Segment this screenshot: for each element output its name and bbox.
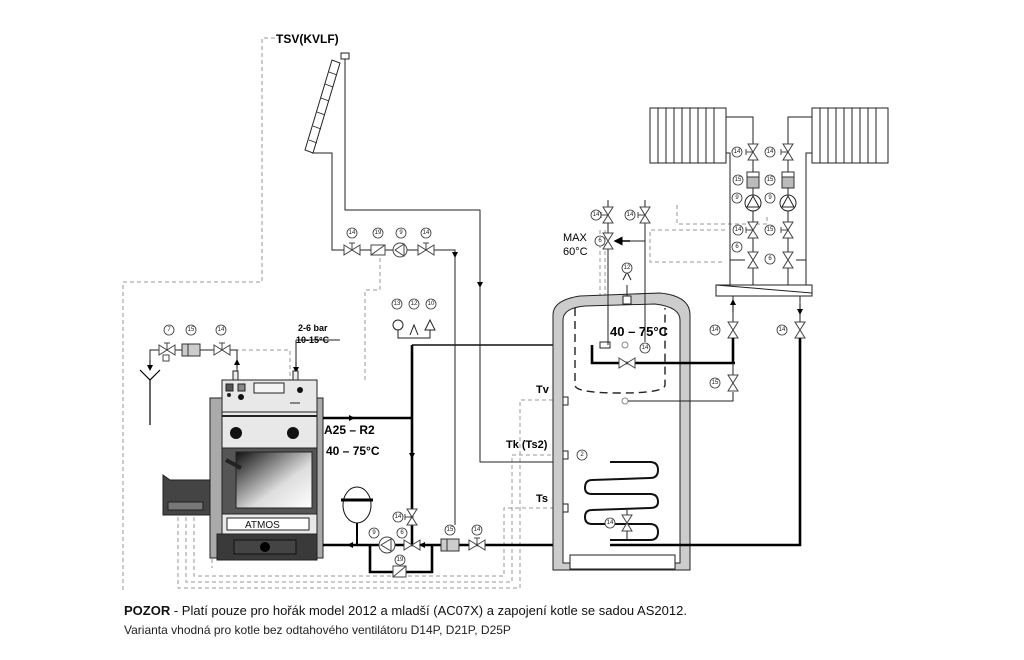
svg-text:15: 15 <box>767 227 774 233</box>
sensor-tk-label: Tk (Ts2) <box>506 439 548 451</box>
warning-text: - Platí pouze pro hořák model 2012 a mla… <box>170 603 687 618</box>
svg-text:14: 14 <box>734 149 741 155</box>
svg-text:14: 14 <box>218 327 225 333</box>
cold-water-pressure: 2-6 bar <box>298 323 328 333</box>
svg-text:6: 6 <box>598 238 602 244</box>
storage-tank: 2 14 14 12 <box>552 262 735 571</box>
svg-text:9: 9 <box>372 530 376 536</box>
boiler <box>162 370 324 561</box>
svg-text:14: 14 <box>474 527 481 533</box>
warning-note: POZOR - Platí pouze pro hořák model 2012… <box>124 603 687 618</box>
svg-text:9: 9 <box>735 195 739 201</box>
max-label: MAX <box>563 232 588 244</box>
svg-text:15: 15 <box>735 177 742 183</box>
svg-text:19: 19 <box>375 230 382 236</box>
svg-text:19: 19 <box>397 557 404 563</box>
pressure-gauge-icon <box>392 319 404 331</box>
sensor-ts-label: Ts <box>536 493 548 505</box>
solar-loop <box>332 242 483 288</box>
cold-water-temperature: 10-15°C <box>296 335 330 345</box>
sensor-tv-label: Tv <box>536 384 550 396</box>
svg-text:14: 14 <box>767 149 774 155</box>
cold-water-feed: 7 15 14 <box>139 324 340 425</box>
svg-text:9: 9 <box>399 230 403 236</box>
heating-circuits: 14 15 9 14 6 14 15 9 15 6 14 14 15 <box>627 107 889 547</box>
svg-text:14: 14 <box>642 345 649 351</box>
max-temperature: 60°C <box>563 246 588 258</box>
boiler-temperature: 40 – 75°C <box>326 444 380 458</box>
svg-text:14: 14 <box>712 327 719 333</box>
svg-text:6: 6 <box>768 256 772 262</box>
svg-text:7: 7 <box>167 327 171 333</box>
svg-text:15: 15 <box>447 527 454 533</box>
solar-collector <box>304 52 481 275</box>
svg-text:15: 15 <box>767 177 774 183</box>
boiler-model: A25 – R2 <box>324 423 375 437</box>
svg-text:12: 12 <box>624 265 631 271</box>
svg-text:10: 10 <box>428 301 435 307</box>
svg-text:15: 15 <box>712 380 719 386</box>
svg-text:13: 13 <box>394 301 401 307</box>
control-wiring <box>122 37 768 590</box>
svg-text:2: 2 <box>580 452 584 458</box>
warning-prefix: POZOR <box>124 603 171 618</box>
svg-text:14: 14 <box>423 230 430 236</box>
svg-text:14: 14 <box>607 520 614 526</box>
radiator-right-icon <box>811 107 889 164</box>
variant-note: Varianta vhodná pro kotle bez odtahového… <box>124 623 511 637</box>
solar-loop-numbers: 14 19 9 14 <box>346 227 432 239</box>
boiler-brand: ATMOS <box>245 520 280 531</box>
svg-text:14: 14 <box>779 327 786 333</box>
dhw-mixing: 14 14 6 <box>590 200 651 345</box>
svg-text:9: 9 <box>768 195 772 201</box>
radiator-left-icon <box>649 107 727 164</box>
air-vent-icon <box>409 323 419 336</box>
shutoff-valve-icon <box>343 242 361 256</box>
svg-text:14: 14 <box>349 230 356 236</box>
svg-text:6: 6 <box>735 244 739 250</box>
safety-valve-icon <box>424 318 436 331</box>
shutoff-valve-icon <box>417 242 435 256</box>
svg-text:12: 12 <box>411 301 418 307</box>
svg-text:14: 14 <box>395 514 402 520</box>
svg-text:14: 14 <box>735 227 742 233</box>
boiler-return: 14 9 6 19 15 14 <box>323 486 610 578</box>
tank-temperature: 40 – 75°C <box>610 324 669 339</box>
svg-text:6: 6 <box>400 530 404 536</box>
svg-text:14: 14 <box>593 212 600 218</box>
svg-text:14: 14 <box>627 212 634 218</box>
solar-collector-label: TSV(KVLF) <box>276 32 339 46</box>
svg-text:15: 15 <box>188 327 195 333</box>
